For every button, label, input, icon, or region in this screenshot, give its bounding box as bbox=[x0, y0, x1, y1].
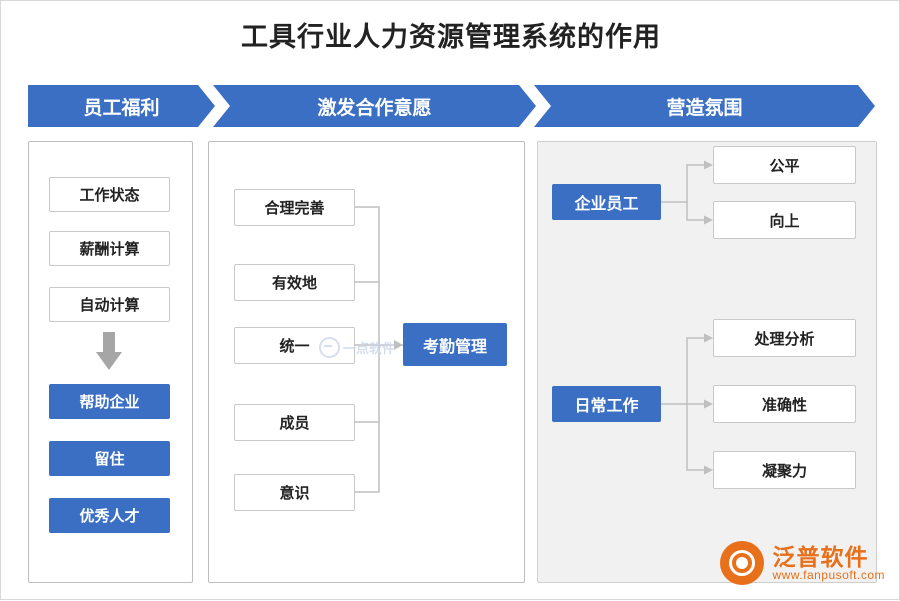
right-box-fairness[interactable]: 公平 bbox=[713, 146, 856, 184]
box-label: 凝聚力 bbox=[761, 462, 807, 480]
left-box-help-enterprise[interactable]: 帮助企业 bbox=[49, 384, 170, 419]
right-box-processing-analysis[interactable]: 处理分析 bbox=[713, 319, 856, 357]
middle-box-reasonable-complete[interactable]: 合理完善 bbox=[234, 189, 355, 226]
middle-box-effective[interactable]: 有效地 bbox=[234, 264, 355, 301]
center-watermark: 一点软件 bbox=[319, 337, 395, 358]
box-label: 留住 bbox=[94, 451, 125, 468]
banner-label: 激发合作意愿 bbox=[317, 97, 432, 119]
logo-url: www.fanpusoft.com bbox=[772, 567, 885, 582]
box-label: 公平 bbox=[769, 157, 800, 175]
banner-label: 营造氛围 bbox=[666, 97, 743, 119]
watermark-text: 一点软件 bbox=[343, 341, 396, 356]
box-label: 意识 bbox=[279, 485, 310, 502]
right-source-daily-work[interactable]: 日常工作 bbox=[552, 386, 661, 422]
right-box-cohesion[interactable]: 凝聚力 bbox=[713, 451, 856, 489]
left-box-retain[interactable]: 留住 bbox=[49, 441, 170, 476]
banner-cooperation-willingness: 激发合作意愿 bbox=[213, 85, 536, 127]
logo-mark-icon bbox=[720, 541, 765, 585]
box-label: 工作状态 bbox=[79, 187, 140, 204]
box-label: 企业员工 bbox=[574, 196, 639, 213]
right-box-upward[interactable]: 向上 bbox=[713, 201, 856, 239]
box-label: 优秀人才 bbox=[79, 508, 140, 525]
left-box-auto-calculation[interactable]: 自动计算 bbox=[49, 287, 170, 322]
box-label: 统一 bbox=[279, 338, 310, 355]
box-label: 自动计算 bbox=[79, 297, 140, 314]
middle-box-attendance-management[interactable]: 考勤管理 bbox=[403, 323, 507, 366]
left-box-work-status[interactable]: 工作状态 bbox=[49, 177, 170, 212]
box-label: 合理完善 bbox=[264, 200, 325, 217]
box-label: 准确性 bbox=[761, 396, 807, 414]
box-label: 帮助企业 bbox=[79, 394, 140, 411]
box-label: 处理分析 bbox=[754, 330, 815, 348]
middle-box-member[interactable]: 成员 bbox=[234, 404, 355, 441]
box-label: 日常工作 bbox=[574, 398, 639, 415]
middle-box-awareness[interactable]: 意识 bbox=[234, 474, 355, 511]
watermark-ring-icon bbox=[319, 337, 340, 358]
right-box-accuracy[interactable]: 准确性 bbox=[713, 385, 856, 423]
box-label: 薪酬计算 bbox=[79, 241, 140, 258]
box-label: 考勤管理 bbox=[422, 338, 487, 356]
right-source-enterprise-employee[interactable]: 企业员工 bbox=[552, 184, 661, 220]
banner-label: 员工福利 bbox=[83, 97, 160, 119]
left-box-top-talent[interactable]: 优秀人才 bbox=[49, 498, 170, 533]
down-arrow-icon bbox=[96, 332, 122, 370]
banner-employee-benefits: 员工福利 bbox=[28, 85, 215, 127]
logo-name: 泛普软件 bbox=[772, 543, 869, 570]
page-title: 工具行业人力资源管理系统的作用 bbox=[241, 22, 661, 52]
banner-create-atmosphere: 营造氛围 bbox=[534, 85, 875, 127]
box-label: 有效地 bbox=[271, 275, 317, 292]
brand-logo: 泛普软件 www.fanpusoft.com bbox=[720, 541, 885, 585]
box-label: 向上 bbox=[769, 212, 800, 230]
box-label: 成员 bbox=[279, 415, 310, 432]
left-box-salary-calculation[interactable]: 薪酬计算 bbox=[49, 231, 170, 266]
